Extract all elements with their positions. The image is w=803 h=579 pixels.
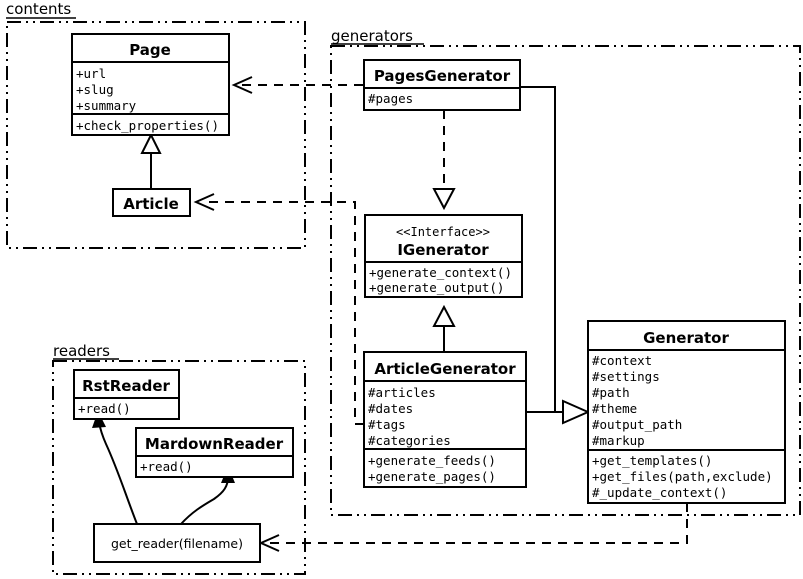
package-contents-label: contents (6, 0, 71, 18)
class-igenerator-frame (364, 214, 523, 298)
class-articlegenerator-attr-0: #articles (368, 385, 436, 400)
class-generator[interactable]: Generator #context #settings #path #them… (587, 320, 786, 504)
class-pagesgenerator-frame (363, 59, 521, 111)
class-pagesgenerator[interactable]: PagesGenerator #pages (363, 59, 521, 111)
class-generator-method-1: +get_files(path,exclude) (592, 469, 773, 484)
class-pagesgenerator-title: PagesGenerator (374, 67, 511, 85)
class-igenerator-method-1: +generate_output() (369, 280, 504, 295)
class-page-attr-1: +slug (76, 82, 114, 97)
class-generator-attr-5: #markup (592, 433, 645, 448)
class-generator-attr-3: #theme (592, 401, 637, 416)
package-readers-border (52, 360, 306, 575)
edge-articlegenerator-to-igenerator (432, 304, 456, 352)
class-generator-frame (587, 320, 786, 504)
class-igenerator-method-0: +generate_context() (369, 265, 512, 280)
class-pagesgenerator-attr-0: #pages (368, 91, 413, 106)
class-articlegenerator-attr-1: #dates (368, 401, 413, 416)
class-page-attr-2: +summary (76, 98, 137, 113)
edge-articlegenerator-to-article (193, 193, 364, 425)
class-mardownreader[interactable]: MardownReader +read() (135, 427, 294, 478)
class-articlegenerator-attr-2: #tags (368, 417, 406, 432)
class-igenerator-title: IGenerator (397, 241, 489, 259)
class-page[interactable]: Page +url +slug +summary +check_properti… (71, 33, 230, 136)
class-page-frame (71, 33, 230, 136)
package-readers: readers (52, 342, 306, 575)
class-article-title: Article (123, 195, 179, 213)
edge-generator-to-get-reader (258, 503, 688, 552)
class-generator-method-0: +get_templates() (592, 453, 712, 468)
class-mardownreader-title: MardownReader (145, 435, 284, 453)
edge-pagesgenerator-to-igenerator (432, 110, 456, 211)
package-contents-border (6, 21, 306, 249)
class-generator-attr-0: #context (592, 353, 652, 368)
edge-generators-to-generator (520, 86, 591, 425)
class-generator-title: Generator (643, 329, 729, 347)
edge-pagesgenerator-to-page (231, 76, 363, 94)
package-generators-border (330, 45, 801, 516)
class-igenerator-stereotype: <<Interface>> (396, 225, 490, 239)
edge-get-reader-to-rstreader (92, 411, 138, 525)
class-articlegenerator-title: ArticleGenerator (374, 360, 516, 378)
class-page-attr-0: +url (76, 66, 106, 81)
class-generator-attr-4: #output_path (592, 417, 682, 432)
class-mardownreader-method-0: +read() (140, 459, 193, 474)
package-contents: contents (6, 0, 306, 249)
class-articlegenerator-attr-3: #categories (368, 433, 451, 448)
class-page-title: Page (129, 41, 171, 59)
class-mardownreader-frame (135, 427, 294, 478)
function-get-reader[interactable]: get_reader(filename) (93, 523, 261, 563)
class-generator-attr-2: #path (592, 385, 630, 400)
package-generators: generators (330, 27, 801, 516)
package-readers-label: readers (53, 342, 110, 360)
class-articlegenerator-method-1: +generate_pages() (368, 469, 496, 484)
class-articlegenerator-frame (363, 351, 527, 488)
class-rstreader-method-0: +read() (78, 401, 131, 416)
class-articlegenerator-method-0: +generate_feeds() (368, 453, 496, 468)
class-rstreader[interactable]: RstReader +read() (73, 369, 180, 420)
class-articlegenerator[interactable]: ArticleGenerator #articles #dates #tags … (363, 351, 527, 488)
class-page-method-0: +check_properties() (76, 118, 219, 133)
class-rstreader-title: RstReader (82, 377, 170, 395)
class-generator-method-2: #_update_context() (592, 485, 727, 500)
class-article-frame (112, 188, 191, 217)
package-generators-label: generators (331, 27, 413, 45)
function-get-reader-frame (93, 523, 261, 563)
class-article[interactable]: Article (112, 188, 191, 217)
edge-article-to-page (140, 132, 162, 190)
class-generator-attr-1: #settings (592, 369, 660, 384)
class-igenerator[interactable]: <<Interface>> IGenerator +generate_conte… (364, 214, 523, 298)
class-rstreader-frame (73, 369, 180, 420)
function-get-reader-label: get_reader(filename) (111, 536, 243, 551)
